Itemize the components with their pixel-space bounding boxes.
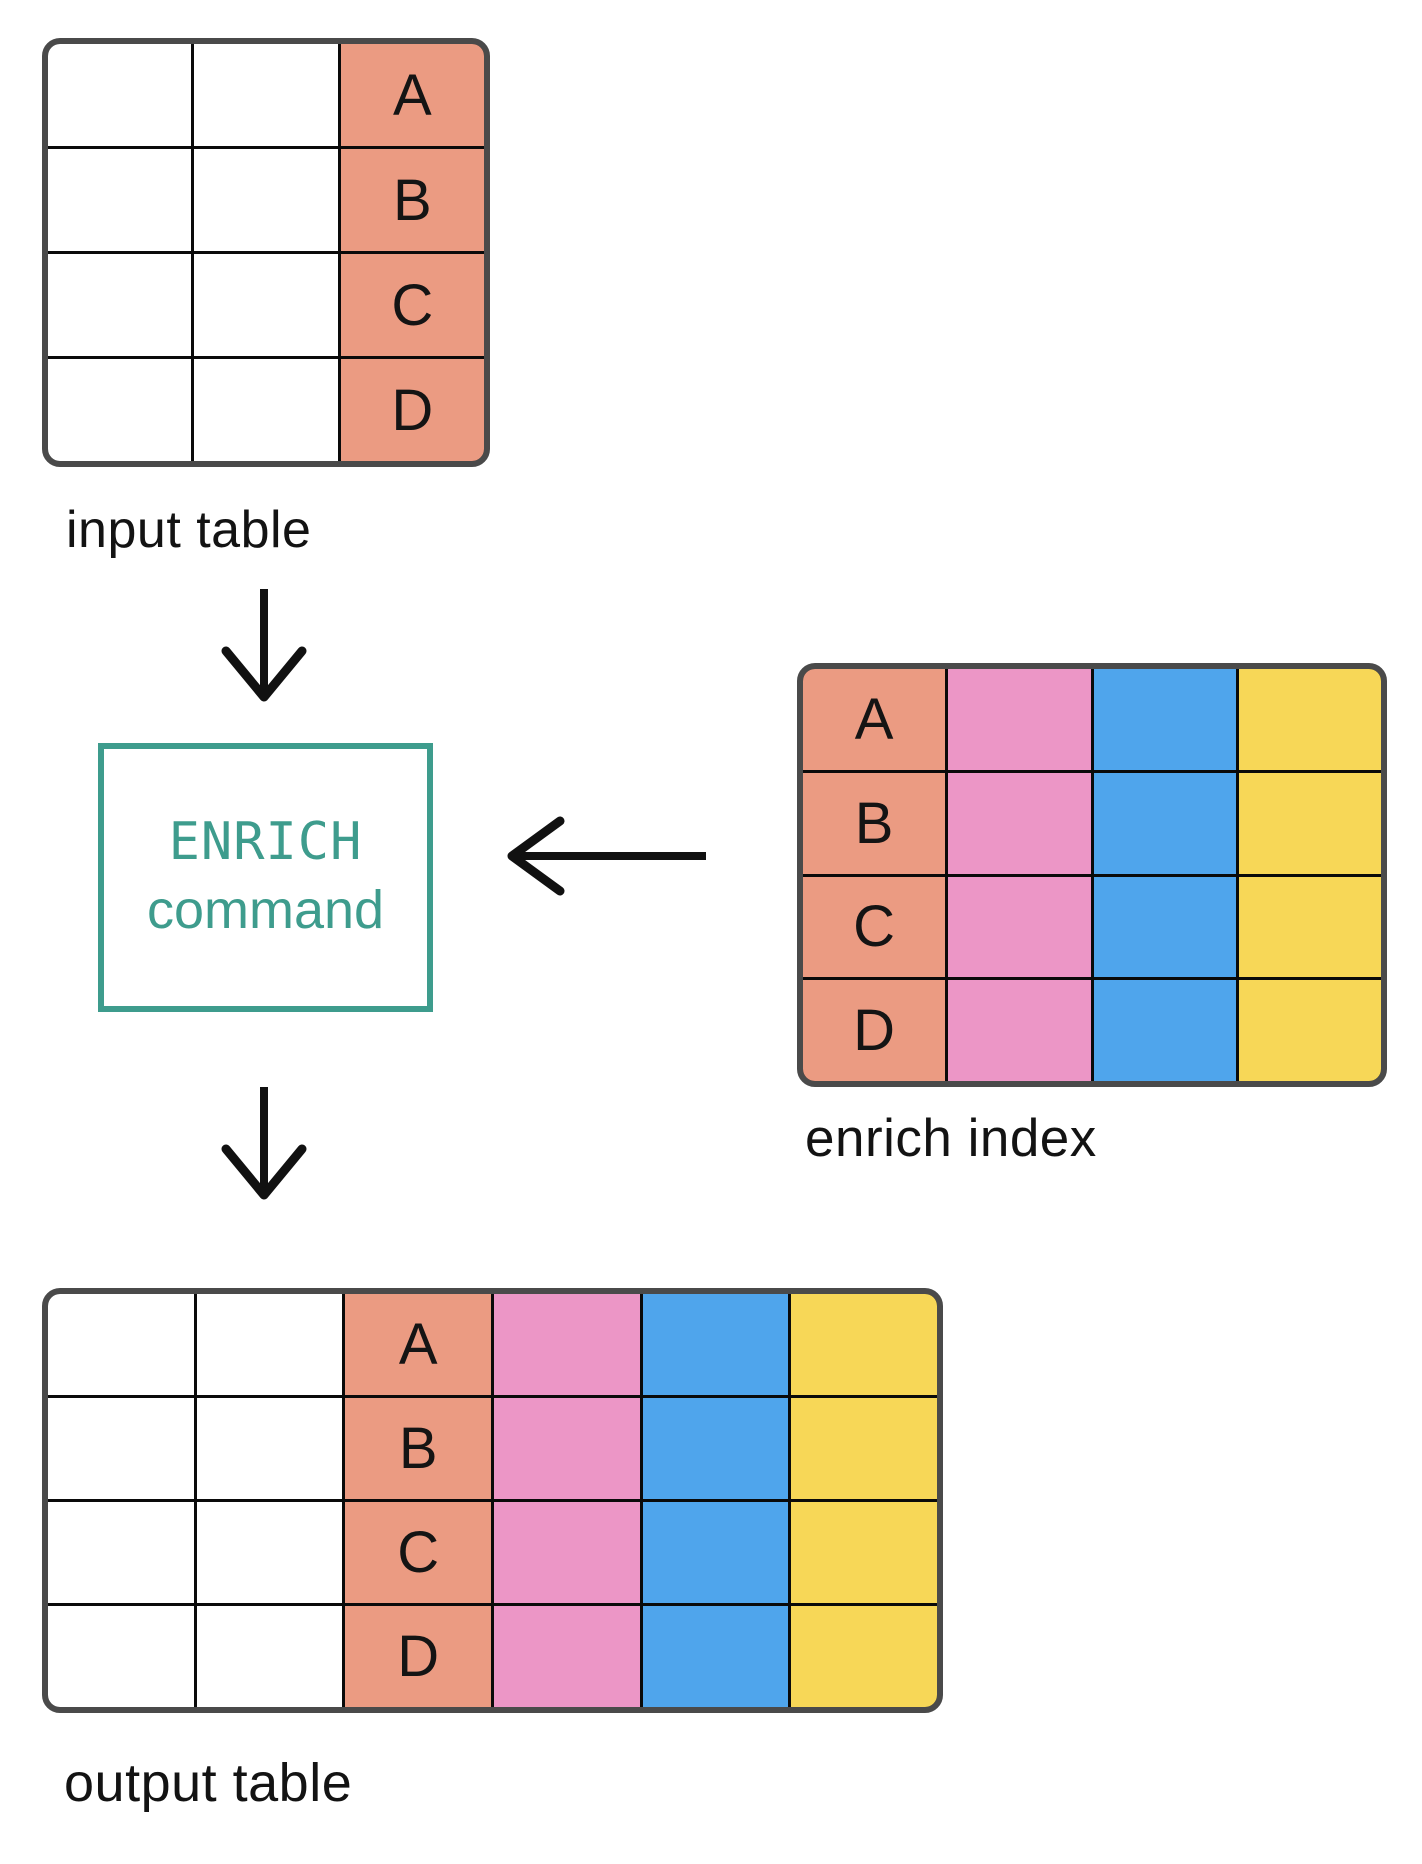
enrich-keyword: ENRICH (168, 812, 363, 873)
table-cell-blue (642, 1294, 789, 1395)
table-cell-white (194, 149, 338, 251)
table-cell-pink (494, 1606, 640, 1707)
table-cell-salmon-A: A (345, 1294, 491, 1395)
table-cell-pink (494, 1398, 640, 1499)
table-cell-salmon-C: C (340, 254, 484, 356)
table-cell-blue (642, 1502, 789, 1603)
table-cell-yellow (791, 1398, 937, 1499)
table-cell-blue (1093, 980, 1236, 1081)
table-cell-white (196, 1502, 343, 1603)
table-cell-yellow (791, 1502, 937, 1603)
table-cell-yellow (1238, 772, 1381, 874)
table-cell-yellow (1238, 980, 1381, 1081)
table-cell-white (48, 1502, 194, 1603)
table-cell-white (196, 1398, 343, 1499)
table-cell-blue (1093, 772, 1236, 874)
table-cell-pink (948, 772, 1091, 874)
table-cell-white (48, 1606, 194, 1707)
table-cell-white (48, 1294, 194, 1395)
table-cell-white (194, 44, 338, 146)
table-cell-pink (948, 980, 1091, 1081)
table-cell-salmon-C: C (345, 1502, 491, 1603)
table-cell-pink (494, 1294, 640, 1395)
table-cell-white (48, 254, 192, 356)
input-table-label: input table (66, 501, 312, 559)
table-cell-white (196, 1606, 343, 1707)
table-cell-white (48, 44, 192, 146)
table-cell-yellow (1238, 876, 1381, 978)
table-cell-salmon-B: B (340, 149, 484, 251)
table-cell-salmon-A: A (340, 44, 484, 146)
table-cell-white (48, 359, 192, 461)
arrow-down-icon (204, 585, 324, 715)
enrich-command-box: ENRICH command (98, 743, 433, 1012)
table-cell-pink (494, 1502, 640, 1603)
table-cell-yellow (791, 1606, 937, 1707)
table-cell-salmon-B: B (803, 772, 946, 874)
enrich-index-label: enrich index (805, 1109, 1097, 1168)
table-cell-pink (948, 669, 1091, 770)
table-cell-blue (1093, 669, 1236, 770)
table-cell-yellow (791, 1294, 937, 1395)
table-cell-salmon-A: A (803, 669, 946, 770)
arrow-down-icon (204, 1083, 324, 1213)
table-cell-blue (642, 1606, 789, 1707)
arrow-left-icon (498, 813, 713, 899)
output-table-label: output table (64, 1753, 353, 1813)
table-cell-white (194, 254, 338, 356)
table-cell-salmon-D: D (803, 980, 946, 1081)
table-cell-white (48, 149, 192, 251)
enrich-command-word: command (146, 880, 385, 941)
table-cell-blue (1093, 876, 1236, 978)
table-cell-pink (948, 876, 1091, 978)
table-cell-salmon-D: D (345, 1606, 491, 1707)
table-cell-white (196, 1294, 343, 1395)
table-cell-white (48, 1398, 194, 1499)
table-cell-yellow (1238, 669, 1381, 770)
table-cell-white (194, 359, 338, 461)
table-cell-salmon-C: C (803, 876, 946, 978)
table-cell-salmon-D: D (340, 359, 484, 461)
table-cell-blue (642, 1398, 789, 1499)
table-cell-salmon-B: B (345, 1398, 491, 1499)
